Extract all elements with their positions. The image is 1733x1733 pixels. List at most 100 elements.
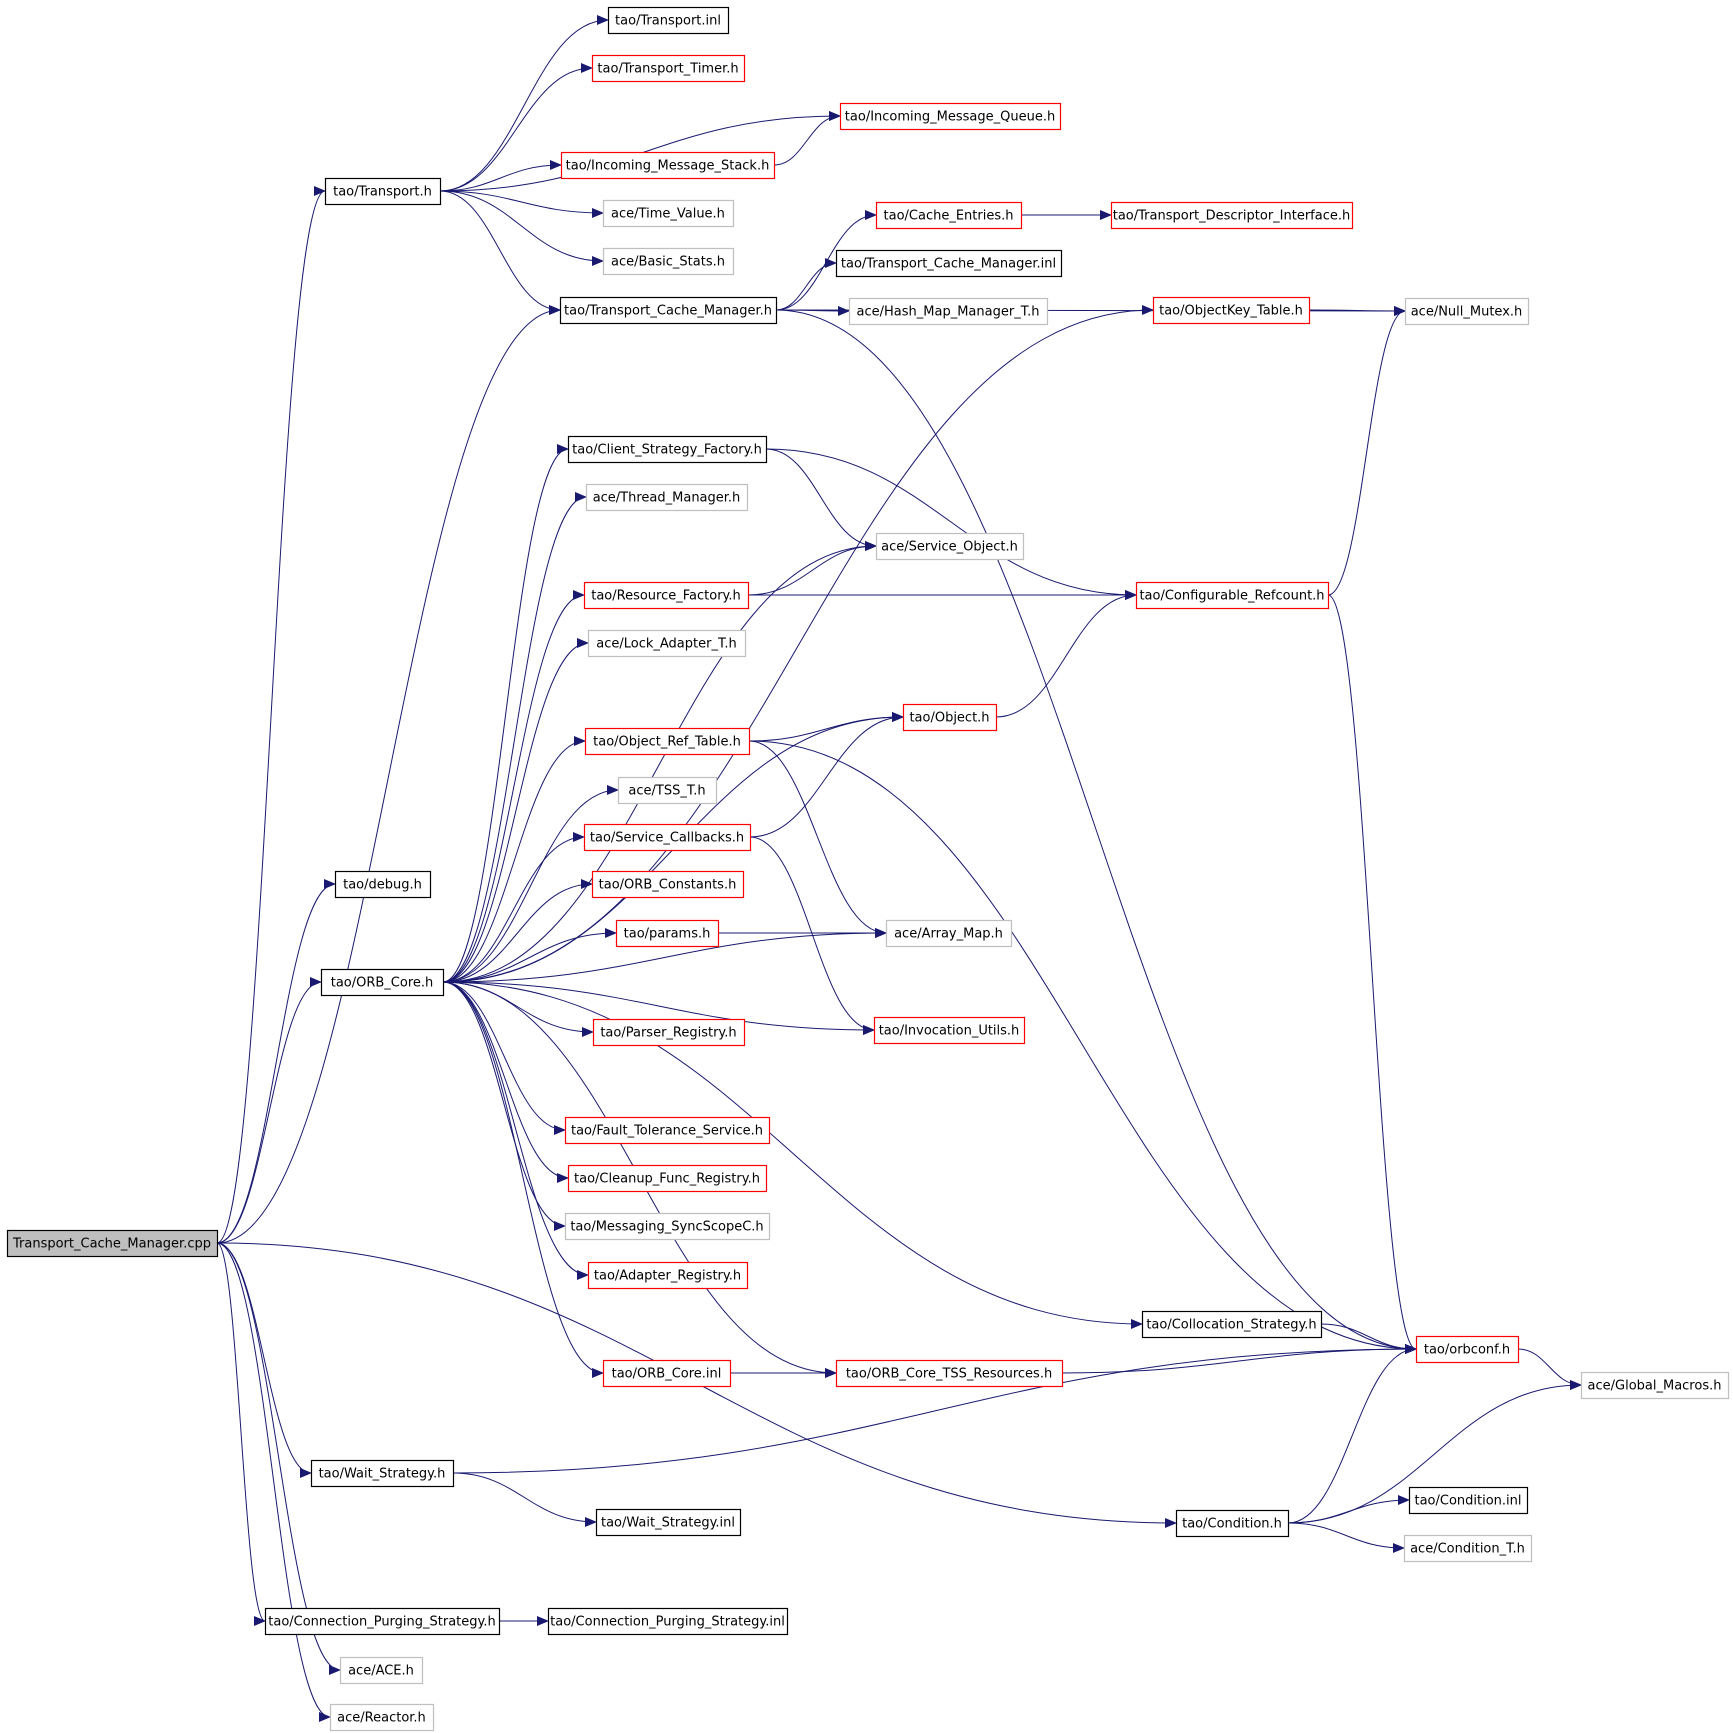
node-label: tao/Transport_Cache_Manager.inl (841, 257, 1056, 272)
node-array-map[interactable]: ace/Array_Map.h (885, 919, 1013, 948)
node-invocation-utils[interactable]: tao/Invocation_Utils.h (873, 1016, 1026, 1045)
node-resource-factory[interactable]: tao/Resource_Factory.h (583, 581, 750, 610)
node-lock-adapter[interactable]: ace/Lock_Adapter_T.h (587, 629, 747, 658)
node-label: ace/Null_Mutex.h (1411, 305, 1523, 320)
node-box (1403, 1534, 1533, 1563)
node-box (592, 1018, 746, 1047)
node-orb-constants[interactable]: tao/ORB_Constants.h (591, 870, 745, 899)
node-label: tao/Transport_Descriptor_Interface.h (1113, 209, 1351, 224)
edge-client_strategy-to-configurable_refcount (765, 448, 1137, 600)
node-label: tao/Resource_Factory.h (591, 589, 741, 604)
node-configurable-refcount[interactable]: tao/Configurable_Refcount.h (1135, 581, 1330, 610)
node-cps-h[interactable]: tao/Connection_Purging_Strategy.h (264, 1607, 501, 1636)
node-label: tao/Object_Ref_Table.h (593, 735, 741, 750)
edge-root-to-transport_h (216, 186, 326, 1244)
node-null-mutex[interactable]: ace/Null_Mutex.h (1404, 297, 1530, 326)
node-service-object[interactable]: ace/Service_Object.h (875, 532, 1025, 561)
node-label: tao/orbconf.h (1424, 1343, 1510, 1358)
node-incoming-stack[interactable]: tao/Incoming_Message_Stack.h (560, 151, 776, 180)
node-label: tao/Cleanup_Func_Registry.h (574, 1172, 760, 1187)
node-service-callbacks[interactable]: tao/Service_Callbacks.h (583, 823, 752, 852)
node-parser-registry[interactable]: tao/Parser_Registry.h (592, 1018, 746, 1047)
node-time-value[interactable]: ace/Time_Value.h (602, 199, 735, 228)
node-basic-stats[interactable]: ace/Basic_Stats.h (602, 247, 735, 276)
node-thread-manager[interactable]: ace/Thread_Manager.h (585, 483, 749, 512)
node-condition-inl[interactable]: tao/Condition.inl (1408, 1486, 1529, 1515)
node-box (1175, 1509, 1290, 1538)
node-cleanup-func[interactable]: tao/Cleanup_Func_Registry.h (567, 1164, 768, 1193)
edge-root-to-wait_strategy_h (216, 1242, 312, 1478)
node-orb-core-h[interactable]: tao/ORB_Core.h (320, 968, 445, 997)
edge-orb_core_h-to-objectkey_table (442, 305, 1154, 983)
edge-orb_core_h-to-collocation_strategy (442, 981, 1143, 1329)
node-orbconf[interactable]: tao/orbconf.h (1415, 1335, 1520, 1364)
edge-resource_factory-to-service_object (747, 541, 877, 596)
edge-orb_core_h-to-messaging_syncscope (442, 981, 566, 1231)
node-box (848, 297, 1049, 326)
node-tss-t[interactable]: ace/TSS_T.h (617, 776, 718, 805)
node-hash-map[interactable]: ace/Hash_Map_Manager_T.h (848, 297, 1049, 326)
node-box (334, 870, 432, 899)
node-label: ace/Array_Map.h (894, 927, 1003, 942)
node-transport-h[interactable]: tao/Transport.h (324, 177, 442, 206)
node-box (567, 435, 768, 464)
node-label: tao/ORB_Core_TSS_Resources.h (846, 1367, 1052, 1382)
node-label: tao/params.h (624, 927, 711, 942)
node-incoming-queue[interactable]: tao/Incoming_Message_Queue.h (839, 102, 1062, 131)
node-label: tao/Client_Strategy_Factory.h (572, 443, 762, 458)
node-wait-strategy-h[interactable]: tao/Wait_Strategy.h (310, 1459, 455, 1488)
node-orb-core-inl[interactable]: tao/ORB_Core.inl (602, 1359, 732, 1388)
node-transport-inl[interactable]: tao/Transport.inl (607, 6, 730, 35)
node-box (320, 968, 445, 997)
node-orb-core-tss[interactable]: tao/ORB_Core_TSS_Resources.h (835, 1359, 1064, 1388)
node-object-h[interactable]: tao/Object.h (902, 703, 998, 732)
node-box (1110, 201, 1354, 230)
node-objectkey-table[interactable]: tao/ObjectKey_Table.h (1152, 296, 1311, 325)
node-global-macros[interactable]: ace/Global_Macros.h (1580, 1371, 1730, 1400)
edge-orbconf-to-global_macros (1517, 1348, 1582, 1390)
node-transport-descriptor[interactable]: tao/Transport_Descriptor_Interface.h (1110, 201, 1354, 230)
node-reactor-h[interactable]: ace/Reactor.h (329, 1703, 435, 1732)
node-label: ace/Time_Value.h (611, 207, 725, 222)
node-box (1152, 296, 1311, 325)
node-box (339, 1656, 424, 1685)
node-box (584, 727, 751, 756)
edge-root-to-cps_h (216, 1242, 266, 1626)
node-fault-tolerance[interactable]: tao/Fault_Tolerance_Service.h (564, 1116, 771, 1145)
node-box (591, 54, 746, 83)
edge-orb_core_h-to-tss_t (442, 785, 619, 983)
node-box (602, 199, 735, 228)
node-label: tao/Fault_Tolerance_Service.h (571, 1124, 763, 1139)
node-tcm-inl[interactable]: tao/Transport_Cache_Manager.inl (835, 249, 1063, 278)
edge-transport_h-to-transport_inl (439, 15, 609, 192)
node-condition-t[interactable]: ace/Condition_T.h (1403, 1534, 1533, 1563)
node-debug-h[interactable]: tao/debug.h (334, 870, 432, 899)
node-label: ace/ACE.h (348, 1664, 414, 1679)
edge-object_ref_table-to-array_map (748, 740, 887, 938)
node-adapter-registry[interactable]: tao/Adapter_Registry.h (587, 1261, 749, 1290)
node-params-h[interactable]: tao/params.h (615, 919, 720, 948)
node-messaging-syncscope[interactable]: tao/Messaging_SyncScopeC.h (564, 1212, 771, 1241)
edge-transport_h-to-basic_stats (439, 190, 604, 266)
edge-orb_core_h-to-array_map (442, 928, 887, 983)
edge-orb_core_h-to-adapter_registry (442, 981, 589, 1280)
node-object-ref-table[interactable]: tao/Object_Ref_Table.h (584, 727, 751, 756)
node-wait-strategy-inl[interactable]: tao/Wait_Strategy.inl (595, 1508, 742, 1537)
node-box (583, 581, 750, 610)
node-cache-entries[interactable]: tao/Cache_Entries.h (875, 201, 1023, 230)
node-collocation-strategy[interactable]: tao/Collocation_Strategy.h (1141, 1310, 1323, 1339)
node-box (1408, 1486, 1529, 1515)
edge-orb_core_h-to-lock_adapter (442, 638, 589, 983)
node-root: Transport_Cache_Manager.cpp (6, 1229, 219, 1258)
node-transport-timer[interactable]: tao/Transport_Timer.h (591, 54, 746, 83)
node-condition-h[interactable]: tao/Condition.h (1175, 1509, 1290, 1538)
node-label: tao/Condition.inl (1414, 1494, 1521, 1509)
node-client-strategy[interactable]: tao/Client_Strategy_Factory.h (567, 435, 768, 464)
node-tcm-h[interactable]: tao/Transport_Cache_Manager.h (559, 296, 778, 325)
edge-condition_h-to-orbconf (1287, 1344, 1417, 1524)
node-box (585, 483, 749, 512)
node-cps-inl[interactable]: tao/Connection_Purging_Strategy.inl (547, 1607, 789, 1636)
node-box (591, 870, 745, 899)
node-box (264, 1607, 501, 1636)
node-ace-h[interactable]: ace/ACE.h (339, 1656, 424, 1685)
